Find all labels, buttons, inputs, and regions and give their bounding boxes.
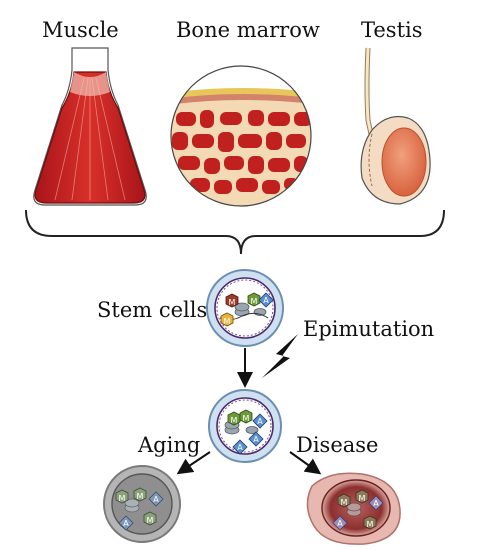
diseased-cell: M M A A M — [306, 472, 401, 545]
svg-text:M: M — [359, 494, 366, 503]
svg-text:A: A — [253, 435, 259, 444]
tissue-label-testis: Testis — [361, 18, 423, 42]
svg-text:M: M — [341, 498, 348, 507]
svg-text:M: M — [119, 494, 126, 503]
methyl-marker-green — [247, 292, 261, 307]
testis-illustration — [360, 47, 431, 205]
svg-text:M: M — [147, 516, 154, 525]
methyl-marker-yellow — [220, 312, 234, 327]
svg-text:M: M — [231, 416, 238, 425]
arrow-to-aging — [176, 451, 211, 475]
svg-text:A: A — [263, 296, 269, 305]
svg-text:M: M — [137, 492, 144, 501]
epimutated-cell: M M A A A — [208, 389, 282, 463]
lightning-bolt-icon — [262, 334, 298, 378]
tissue-label-bone-marrow: Bone marrow — [176, 18, 320, 42]
stem-cells-label: Stem cells — [97, 298, 208, 322]
tissue-label-muscle: Muscle — [42, 18, 119, 42]
tissue-brace — [25, 209, 445, 255]
svg-text:A: A — [123, 519, 129, 528]
svg-text:A: A — [237, 443, 243, 452]
aging-label: Aging — [138, 433, 201, 457]
disease-label: Disease — [296, 433, 379, 457]
stem-cell: M M A M — [206, 269, 284, 347]
svg-text:M: M — [367, 520, 374, 529]
muscle-illustration — [33, 47, 147, 206]
arrow-to-disease — [289, 451, 322, 475]
svg-text:A: A — [153, 495, 159, 504]
svg-text:A: A — [373, 499, 379, 508]
svg-text:A: A — [257, 417, 263, 426]
methyl-marker-red — [225, 293, 239, 308]
svg-text:M: M — [251, 297, 258, 306]
marrow-cavities — [172, 110, 311, 194]
svg-text:A: A — [337, 519, 343, 528]
svg-text:M: M — [224, 317, 231, 326]
epimutation-label: Epimutation — [303, 317, 435, 341]
acetyl-marker-blue — [258, 292, 274, 308]
svg-text:M: M — [229, 298, 236, 307]
bone-marrow-illustration — [170, 65, 312, 207]
svg-text:M: M — [243, 414, 250, 423]
aged-cell: M M A M A — [103, 465, 181, 543]
